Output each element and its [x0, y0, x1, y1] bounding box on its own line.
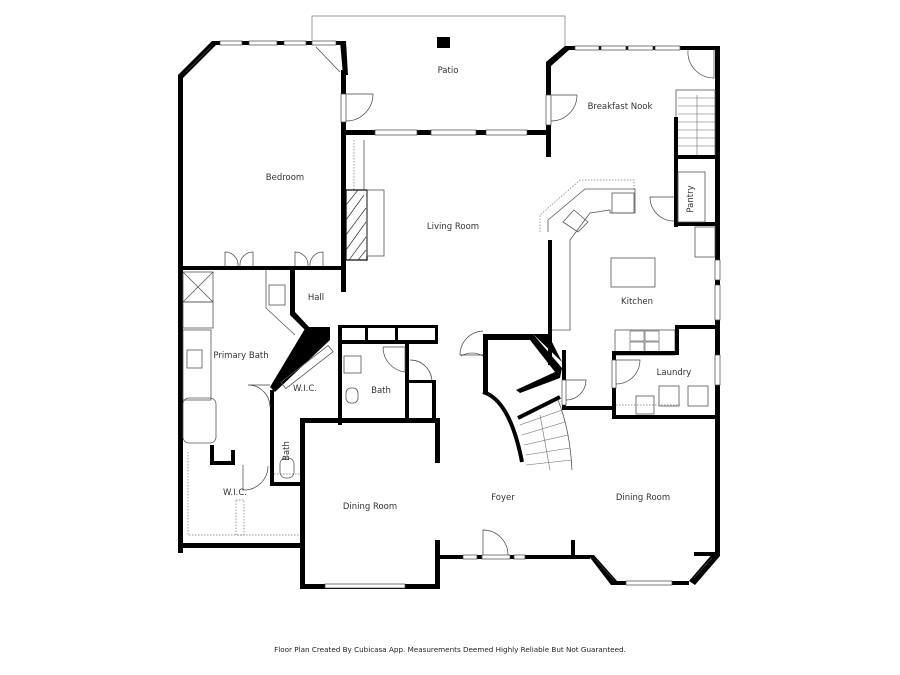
room-label-bath-middle: Bath [371, 386, 391, 396]
room-label-laundry: Laundry [657, 368, 692, 378]
room-label-kitchen: Kitchen [621, 297, 653, 307]
living-room-walls [341, 62, 578, 261]
room-label-dining-room-east: Dining Room [616, 493, 670, 503]
room-label-dining-room-west: Dining Room [343, 502, 397, 512]
patio-area [311, 15, 566, 50]
room-label-bath-small: Bath [282, 441, 292, 461]
laundry-walls [611, 354, 721, 419]
room-label-living-room: Living Room [427, 222, 479, 232]
room-label-wic-lower: W.I.C. [223, 488, 247, 498]
footer-disclaimer: Floor Plan Created By Cubicasa App. Meas… [274, 645, 626, 654]
room-label-wic-upper: W.I.C. [293, 384, 317, 394]
room-label-hall: Hall [308, 293, 324, 303]
room-labels: Patio Bedroom Living Room Breakfast Nook… [213, 66, 696, 512]
west-wing-walls [178, 251, 484, 589]
foyer-walls [437, 330, 720, 586]
room-label-foyer: Foyer [491, 493, 515, 503]
room-label-pantry: Pantry [686, 185, 696, 212]
room-label-bedroom: Bedroom [266, 173, 304, 183]
room-label-primary-bath: Primary Bath [213, 351, 268, 361]
room-label-patio: Patio [438, 66, 459, 76]
room-label-breakfast-nook: Breakfast Nook [588, 102, 653, 112]
post-icon [437, 37, 450, 48]
bedroom-walls [178, 40, 374, 553]
